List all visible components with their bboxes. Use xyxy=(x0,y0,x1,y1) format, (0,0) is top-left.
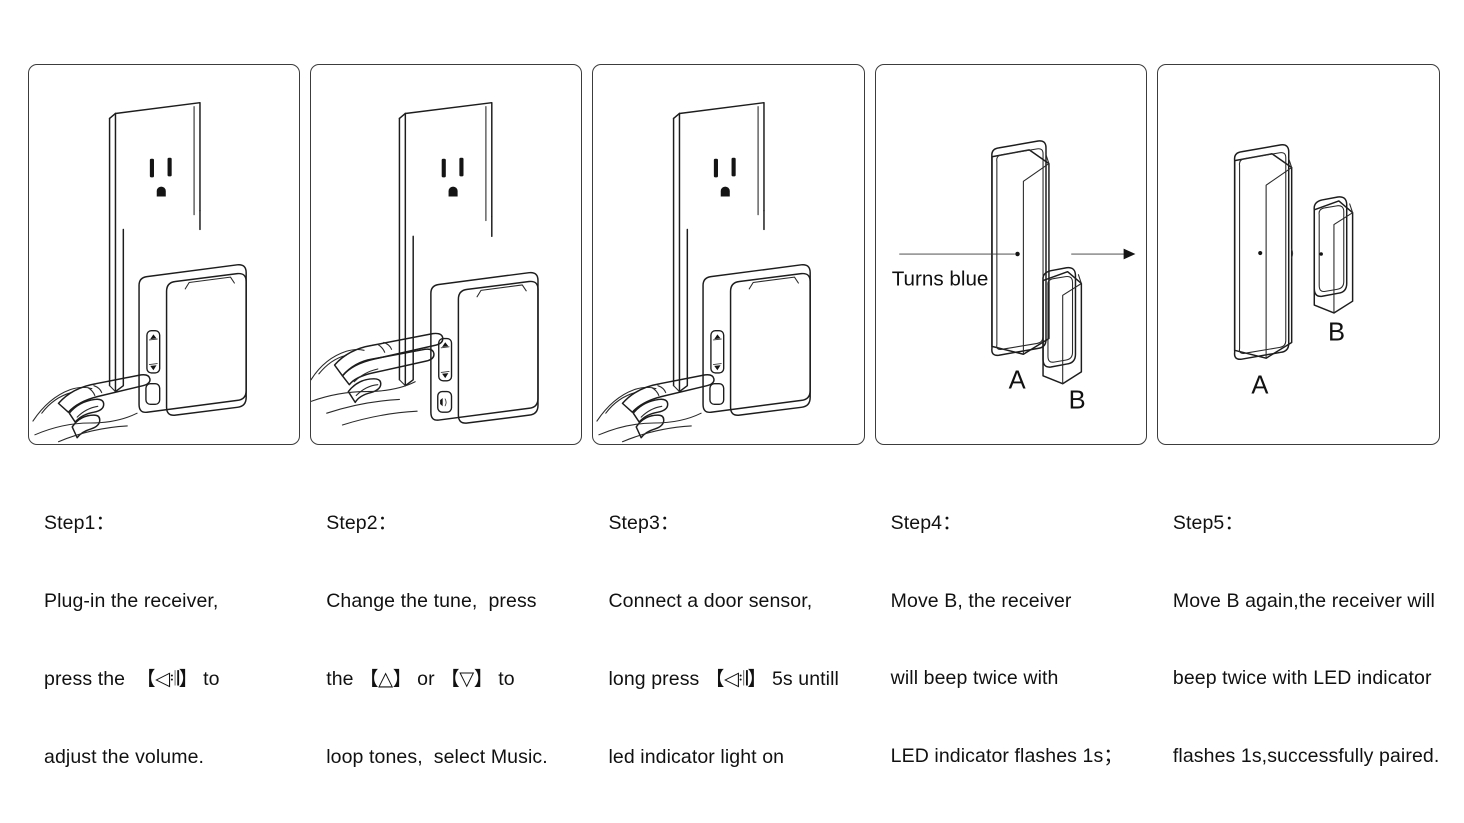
step-2-caption: Step2： Change the tune, press the 【△】 or… xyxy=(310,459,582,823)
power-outlet-icon xyxy=(714,157,737,197)
step-3-line-3: led indicator light on xyxy=(608,746,785,769)
tune-button-strip[interactable] xyxy=(438,337,453,382)
step-1-line-1: Plug-in the receiver, xyxy=(44,589,219,612)
triangle-up-icon xyxy=(714,334,721,340)
step-4-illustration-panel: Turns blue A B xyxy=(874,64,1147,445)
wall-plate-group xyxy=(398,101,493,387)
step-4-caption: Step4： Move B, the receiver will beep tw… xyxy=(875,459,1147,822)
steps-row: Step1： Plug-in the receiver, press the 【… xyxy=(28,64,1440,768)
step-5-caption: Step5： Move B again,the receiver will be… xyxy=(1157,459,1440,822)
step-1-illustration-panel xyxy=(28,64,301,445)
step-2: Step2： Change the tune, press the 【△】 or… xyxy=(310,64,583,823)
led-dot-icon xyxy=(1258,250,1263,256)
sensor-a-group xyxy=(990,140,1050,357)
part-a-label: A xyxy=(1008,367,1025,395)
step-1-caption: Step1： Plug-in the receiver, press the 【… xyxy=(28,459,300,823)
sensor-a-magnet-b-joined-diagram: Turns blue A B xyxy=(891,140,1136,414)
step-2-label: Step2： xyxy=(326,511,398,534)
step-3-illustration-panel xyxy=(592,64,865,445)
turns-blue-label: Turns blue xyxy=(891,267,988,290)
step-1-label: Step1： xyxy=(44,511,116,534)
step-5-illustration-panel: A B xyxy=(1156,64,1440,445)
hand-icon xyxy=(32,373,151,443)
triangle-up-icon xyxy=(442,342,449,347)
part-b-label: B xyxy=(1068,386,1085,414)
triangle-down-icon xyxy=(442,373,449,379)
step-5-line-1: Move B again,the receiver will xyxy=(1172,589,1435,612)
power-outlet-icon xyxy=(441,157,464,197)
magnet-b-group xyxy=(1041,266,1082,385)
receiver-outlet-hand-upper-button-diagram xyxy=(311,101,539,426)
step-2-illustration-panel xyxy=(310,64,583,445)
turns-blue-annotation: Turns blue xyxy=(891,253,1015,290)
hand-icon xyxy=(311,332,444,426)
power-outlet-icon xyxy=(149,157,172,197)
part-b-label: B xyxy=(1328,319,1345,347)
receiver-outlet-hand-lower-button-diagram xyxy=(32,101,247,443)
volume-button[interactable] xyxy=(145,383,161,406)
step-2-line-3: loop tones, select Music. xyxy=(326,746,548,769)
step-5-label: Step5： xyxy=(1172,511,1244,534)
sensor-a-group xyxy=(1233,144,1293,361)
speaker-icon: 【◁𝄇】 xyxy=(136,667,198,691)
led-dot-icon xyxy=(1319,252,1323,256)
step-5-line-3: flashes 1s,successfully paired. xyxy=(1172,745,1440,768)
magnet-b-group xyxy=(1313,196,1354,314)
volume-button[interactable] xyxy=(709,383,725,406)
step-3-line-2: long press 【◁𝄇】 5s untill xyxy=(608,667,839,691)
step-3-line-1: Connect a door sensor, xyxy=(608,589,813,612)
triangle-up-icon xyxy=(150,334,157,340)
step-3-caption: Step3： Connect a door sensor, long press… xyxy=(592,459,864,823)
step-3: Step3： Connect a door sensor, long press… xyxy=(592,64,865,823)
step-1: Step1： Plug-in the receiver, press the 【… xyxy=(28,64,301,823)
step-4-label: Step4： xyxy=(890,511,962,534)
tune-button-strip[interactable] xyxy=(146,329,161,374)
receiver-body-group xyxy=(702,263,812,416)
step-3-label: Step3： xyxy=(608,511,680,534)
volume-button[interactable] xyxy=(437,390,453,413)
step-4-line-3: LED indicator flashes 1s； xyxy=(890,745,1123,768)
step-5-line-2: beep twice with LED indicator xyxy=(1172,667,1432,690)
wall-plate-group xyxy=(673,101,766,393)
led-dot-icon xyxy=(1014,251,1020,257)
triangle-down-icon xyxy=(150,365,157,371)
speaker-icon: 【◁𝄇】 xyxy=(704,667,767,691)
tune-button-strip[interactable] xyxy=(710,329,725,374)
wall-plate-group xyxy=(108,101,201,393)
receiver-outlet-hand-long-press-diagram xyxy=(596,101,812,443)
step-4-line-1: Move B, the receiver xyxy=(890,589,1072,612)
arrow-right-icon xyxy=(1070,248,1136,260)
triangle-up-icon: 【△】 xyxy=(359,667,412,691)
step-4: Turns blue A B Step4： Move B, the receiv… xyxy=(874,64,1147,822)
instruction-sheet: Step1： Plug-in the receiver, press the 【… xyxy=(28,64,1440,768)
triangle-down-icon: 【▽】 xyxy=(440,667,493,691)
step-1-line-2: press the 【◁𝄇】 to xyxy=(44,667,220,691)
step-2-line-2: the 【△】 or 【▽】 to xyxy=(326,667,515,691)
receiver-body-group xyxy=(138,263,247,416)
step-1-line-3: adjust the volume. xyxy=(44,746,205,769)
receiver-body-group xyxy=(430,271,539,424)
hand-icon xyxy=(596,373,716,443)
sensor-a-magnet-b-separated-diagram: A B xyxy=(1233,144,1354,400)
step-2-line-1: Change the tune, press xyxy=(326,589,537,612)
step-4-line-2: will beep twice with xyxy=(890,667,1059,690)
step-5: A B Step5： Move B again,the receiver wil… xyxy=(1156,64,1440,822)
triangle-down-icon xyxy=(714,365,721,371)
part-a-label: A xyxy=(1251,372,1268,400)
